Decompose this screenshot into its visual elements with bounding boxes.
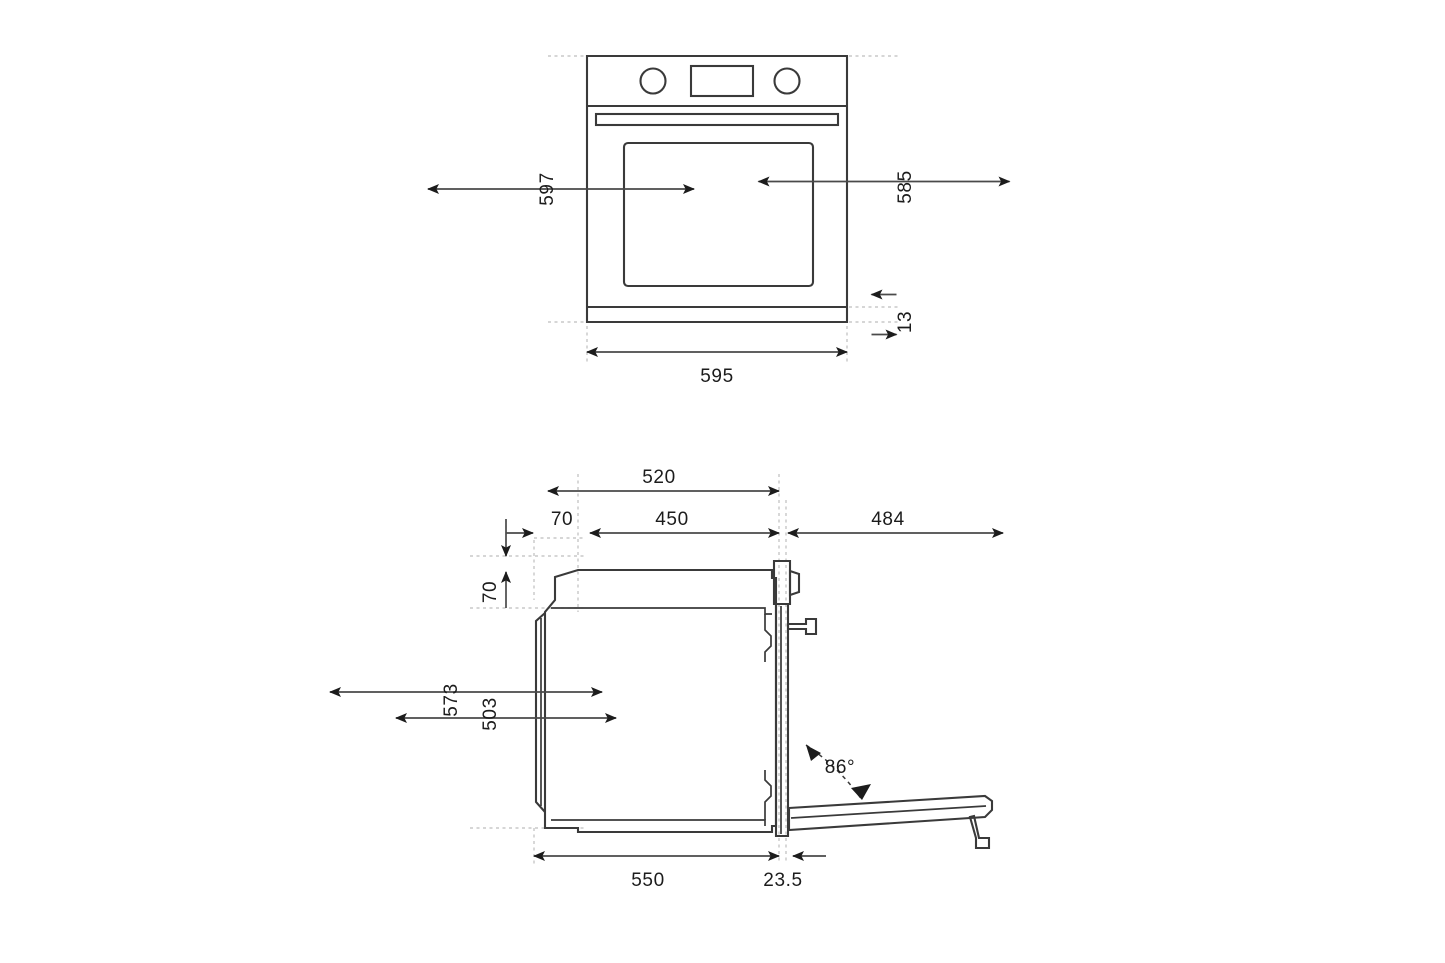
dimension-label-86deg: 86° bbox=[825, 757, 856, 778]
dimension-side-thickness-235: 23.5 bbox=[763, 851, 826, 891]
dimension-label-597: 597 bbox=[537, 172, 558, 206]
dimension-side-offset-70: 70 bbox=[506, 509, 573, 538]
oven-door-inner-line bbox=[790, 805, 987, 819]
dimension-label-70-horizontal: 70 bbox=[551, 509, 573, 530]
cavity-step-lower bbox=[764, 770, 772, 820]
oven-carcass-profile bbox=[543, 568, 778, 834]
dimension-side-depth-550: 550 bbox=[533, 851, 780, 891]
door-handle-bar[interactable] bbox=[594, 112, 840, 127]
dimension-label-450: 450 bbox=[655, 509, 689, 530]
dimension-front-height-597: 597 bbox=[427, 172, 695, 206]
display-panel[interactable] bbox=[689, 64, 755, 98]
dimension-side-offset-70-vertical: 70 bbox=[480, 519, 511, 608]
door-glass-window bbox=[622, 141, 815, 288]
dimension-side-height-503: 503 bbox=[395, 697, 617, 731]
dimension-side-depth-520: 520 bbox=[547, 467, 780, 496]
cavity-top-line bbox=[551, 607, 772, 615]
side-view-group: 86° 520 70 450 484 bbox=[329, 467, 1004, 891]
door-opening-angle-indicator: 86° bbox=[805, 744, 871, 801]
dimension-front-width-595: 595 bbox=[586, 347, 848, 387]
cavity-bottom-line bbox=[551, 819, 766, 826]
front-view-construction-lines bbox=[548, 55, 898, 362]
dimension-label-550: 550 bbox=[631, 870, 665, 891]
dimension-label-595: 595 bbox=[700, 366, 734, 387]
dimension-label-13: 13 bbox=[895, 311, 916, 333]
cavity-step-upper bbox=[764, 614, 772, 662]
mounting-bracket-tab bbox=[788, 569, 801, 597]
mounting-bracket bbox=[772, 559, 792, 606]
dimension-side-projection-484: 484 bbox=[787, 509, 1004, 538]
control-knob-right-icon[interactable] bbox=[773, 67, 801, 95]
door-handle-side bbox=[968, 814, 991, 850]
dimension-side-cavity-450: 450 bbox=[589, 509, 780, 538]
dimension-side-height-573: 573 bbox=[329, 683, 603, 717]
dimension-label-520: 520 bbox=[642, 467, 676, 488]
dimension-label-573: 573 bbox=[441, 683, 462, 717]
dimension-front-height-13: 13 bbox=[870, 289, 916, 340]
dimension-label-503: 503 bbox=[480, 697, 501, 731]
dimension-front-height-585: 585 bbox=[757, 170, 1011, 204]
front-view-group: 597 585 13 595 bbox=[427, 54, 1011, 387]
dimension-label-23-5: 23.5 bbox=[763, 870, 802, 891]
dimension-label-70-vertical: 70 bbox=[480, 581, 501, 603]
dimension-label-585: 585 bbox=[895, 170, 916, 204]
front-oven-outline bbox=[585, 54, 849, 324]
control-knob-left-icon[interactable] bbox=[639, 67, 667, 95]
dimension-label-484: 484 bbox=[871, 509, 905, 530]
rear-panel bbox=[534, 612, 546, 813]
handle-stub bbox=[786, 617, 818, 636]
oven-door-open bbox=[787, 794, 994, 832]
